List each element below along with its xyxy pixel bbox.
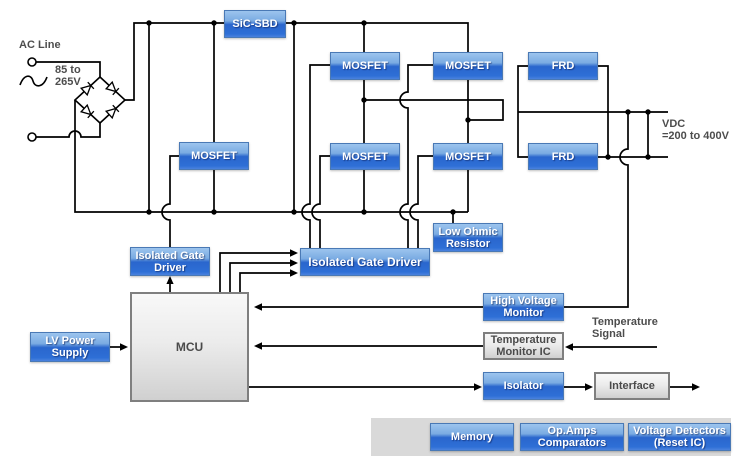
block-low-ohmic-resistor: Low Ohmic Resistor [433, 223, 503, 252]
arrow-left [565, 343, 573, 351]
diode-icon [79, 103, 95, 119]
arrow-right [120, 343, 128, 351]
ac-source [19, 57, 48, 142]
label-ac-line: AC Line [19, 39, 61, 51]
wire-mcu-to-igd-1 [219, 252, 293, 292]
wire-gate-2 [311, 155, 330, 248]
wire-gate-pfc [161, 155, 179, 247]
arrowheads [120, 249, 700, 391]
block-memory: Memory [430, 423, 514, 451]
block-op-amps-comparators: Op.Amps Comparators [520, 423, 624, 451]
label-vdc: VDC =200 to 400V [662, 118, 729, 142]
diode-icon [104, 80, 120, 96]
wire-gate-4 [409, 155, 433, 248]
diode-icon [104, 104, 120, 120]
diode-icon [79, 81, 95, 97]
wires [36, 22, 695, 388]
block-frd-bottom: FRD [528, 143, 598, 170]
sine-wave-icon [19, 75, 48, 87]
wire-ground-bus [74, 100, 468, 213]
block-lv-power-supply: LV Power Supply [30, 332, 110, 362]
wire-ac-bottom [36, 123, 101, 138]
arrow-left [254, 303, 262, 311]
block-isolator: Isolator [483, 372, 564, 400]
wire-top-rail [125, 22, 469, 101]
block-mosfet-bottom-left: MOSFET [330, 143, 400, 170]
wire-midpoint-link [364, 99, 504, 121]
wire-gate-3 [399, 64, 433, 248]
arrow-right [290, 259, 298, 267]
block-sic-sbd: SiC-SBD [224, 10, 286, 38]
block-mosfet-bottom-right: MOSFET [433, 143, 503, 170]
block-high-voltage-monitor: High Voltage Monitor [483, 293, 564, 321]
block-mosfet-pfc: MOSFET [179, 142, 249, 170]
label-temperature-signal: Temperature Signal [592, 316, 658, 340]
support-ic-bar: Memory Op.Amps Comparators Voltage Detec… [371, 418, 731, 456]
ac-terminal-top [27, 57, 37, 67]
wire-mcu-to-igd-3 [239, 272, 293, 292]
wire-ac-top [36, 61, 101, 77]
ac-terminal-bottom [27, 132, 37, 142]
wire-mcu-to-igd-2 [229, 262, 293, 292]
arrow-right [290, 249, 298, 257]
arrow-right [290, 269, 298, 277]
block-mosfet-top-left: MOSFET [330, 52, 400, 80]
arrow-left [254, 342, 262, 350]
block-mosfet-top-right: MOSFET [433, 52, 503, 80]
label-input-voltage: 85 to 265V [55, 64, 81, 88]
block-voltage-detectors: Voltage Detectors (Reset IC) [628, 423, 731, 451]
arrow-up [166, 276, 174, 284]
block-isolated-gate-driver-right: Isolated Gate Driver [300, 248, 430, 276]
block-isolated-gate-driver-left: Isolated Gate Driver [130, 247, 210, 276]
wire-vdc-to-hvm [564, 112, 629, 308]
arrow-right [692, 383, 700, 391]
arrow-right [474, 383, 482, 391]
arrow-right [585, 383, 593, 391]
junction-dots [146, 20, 651, 215]
block-mcu: MCU [130, 292, 249, 402]
wire-frd-right-rail [598, 65, 609, 157]
block-interface: Interface [594, 372, 670, 400]
block-frd-top: FRD [528, 52, 598, 80]
wire-gate-1 [301, 64, 330, 248]
block-temperature-monitor-ic: Temperature Monitor IC [483, 332, 564, 360]
bridge-rectifier [73, 75, 127, 125]
